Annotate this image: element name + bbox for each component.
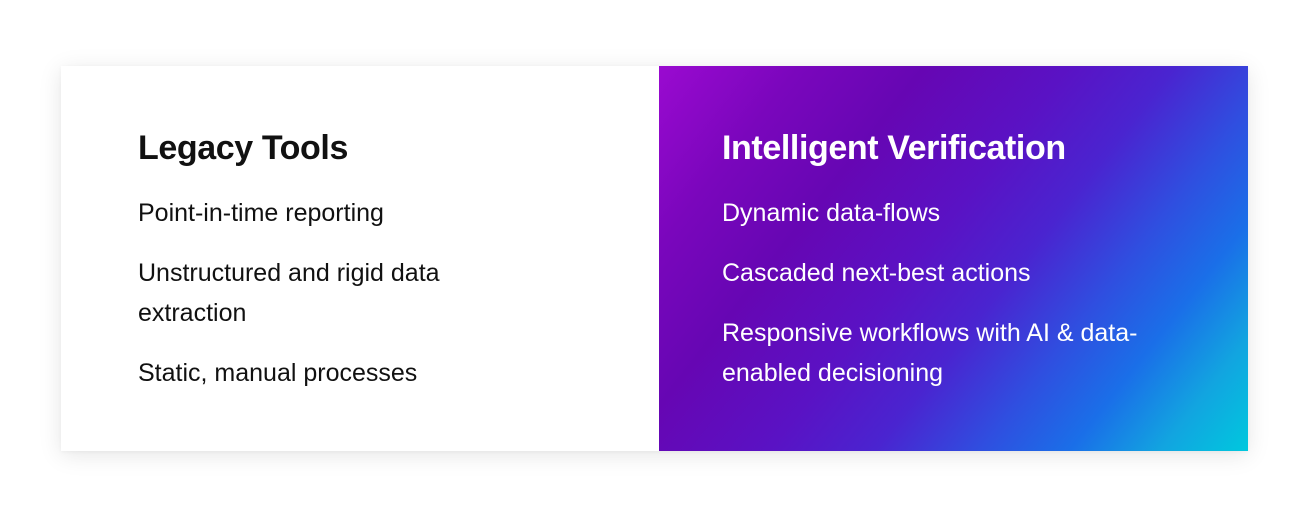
- legacy-item-point-in-time: Point-in-time reporting: [138, 199, 384, 227]
- verification-item-next-best-actions: Cascaded next-best actions: [722, 259, 1031, 287]
- verification-item-responsive-workflows: Responsive workflows with AI & data-enab…: [722, 319, 1138, 387]
- legacy-tools-panel: Legacy Tools Point-in-time reporting Uns…: [61, 66, 659, 451]
- legacy-tools-list: Point-in-time reporting Unstructured and…: [138, 193, 538, 393]
- intelligent-verification-list: Dynamic data-flows Cascaded next-best ac…: [722, 193, 1142, 393]
- comparison-card: Legacy Tools Point-in-time reporting Uns…: [61, 66, 1248, 451]
- legacy-item-unstructured-extraction: Unstructured and rigid data extraction: [138, 259, 440, 327]
- intelligent-verification-panel: Intelligent Verification Dynamic data-fl…: [659, 66, 1248, 451]
- legacy-tools-title: Legacy Tools: [138, 129, 348, 167]
- intelligent-verification-title: Intelligent Verification: [722, 129, 1066, 167]
- verification-item-dynamic-data-flows: Dynamic data-flows: [722, 199, 941, 227]
- legacy-item-static-processes: Static, manual processes: [138, 359, 418, 387]
